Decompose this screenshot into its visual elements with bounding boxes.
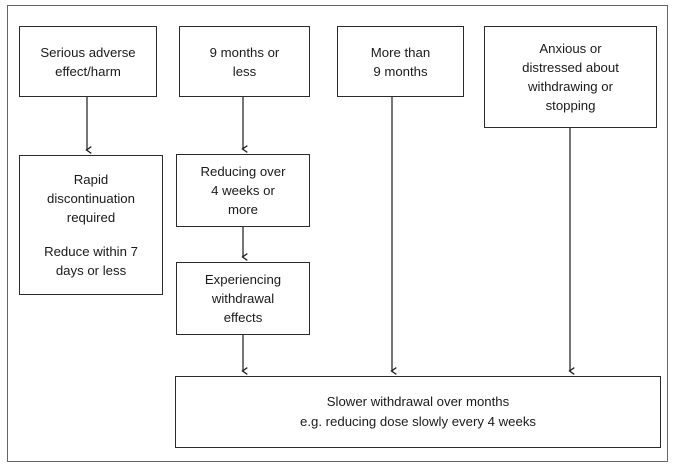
node-slower-withdrawal-text: Slower withdrawal over months e.g. reduc… bbox=[300, 392, 536, 432]
node-nine-months-or-less-line2: less bbox=[232, 63, 257, 79]
node-rapid-discontinuation-line5: days or less bbox=[55, 263, 127, 278]
node-experiencing-withdrawal-effects[interactable]: Experiencing withdrawal effects bbox=[176, 262, 310, 335]
node-rapid-discontinuation-para2: Reduce within 7 days or less bbox=[44, 242, 138, 280]
node-experiencing-withdrawal-effects-line2: withdrawal bbox=[211, 291, 275, 306]
node-slower-withdrawal-line2: e.g. reducing dose slowly every 4 weeks bbox=[299, 414, 537, 429]
node-more-than-nine-months-line2: 9 months bbox=[373, 63, 428, 79]
node-reducing-over-four-weeks-line1: Reducing over bbox=[200, 164, 286, 179]
node-rapid-discontinuation-para1: Rapid discontinuation required bbox=[47, 170, 135, 227]
node-serious-adverse-effect-text: Serious adverse effect/harm bbox=[40, 43, 135, 81]
node-reducing-over-four-weeks[interactable]: Reducing over 4 weeks or more bbox=[176, 154, 310, 227]
node-anxious-or-distressed-line4: stopping bbox=[545, 98, 596, 113]
node-experiencing-withdrawal-effects-line1: Experiencing bbox=[204, 272, 282, 287]
node-slower-withdrawal-line1: Slower withdrawal over months bbox=[326, 394, 510, 410]
node-anxious-or-distressed[interactable]: Anxious or distressed about withdrawing … bbox=[484, 26, 657, 128]
node-reducing-over-four-weeks-text: Reducing over 4 weeks or more bbox=[200, 162, 285, 219]
node-serious-adverse-effect-line2: effect/harm bbox=[55, 63, 121, 79]
node-experiencing-withdrawal-effects-line3: effects bbox=[223, 310, 263, 325]
node-rapid-discontinuation-line2: discontinuation bbox=[47, 191, 135, 206]
node-anxious-or-distressed-line3: withdrawing or bbox=[527, 79, 614, 94]
node-serious-adverse-effect[interactable]: Serious adverse effect/harm bbox=[19, 26, 157, 97]
node-anxious-or-distressed-line1: Anxious or bbox=[539, 41, 602, 56]
node-more-than-nine-months-text: More than 9 months bbox=[371, 43, 430, 81]
node-experiencing-withdrawal-effects-text: Experiencing withdrawal effects bbox=[205, 270, 281, 327]
node-serious-adverse-effect-line1: Serious adverse bbox=[40, 44, 136, 60]
node-rapid-discontinuation-line4: Reduce within 7 bbox=[44, 244, 138, 259]
node-nine-months-or-less[interactable]: 9 months or less bbox=[179, 26, 310, 97]
node-anxious-or-distressed-text: Anxious or distressed about withdrawing … bbox=[522, 39, 619, 115]
node-anxious-or-distressed-line2: distressed about bbox=[522, 60, 619, 75]
node-nine-months-or-less-line1: 9 months or bbox=[209, 44, 280, 60]
node-reducing-over-four-weeks-line2: 4 weeks or bbox=[211, 183, 275, 198]
node-reducing-over-four-weeks-line3: more bbox=[227, 202, 259, 217]
node-more-than-nine-months[interactable]: More than 9 months bbox=[337, 26, 464, 97]
node-rapid-discontinuation-line3: required bbox=[66, 210, 116, 225]
node-nine-months-or-less-text: 9 months or less bbox=[210, 43, 280, 81]
node-rapid-discontinuation[interactable]: Rapid discontinuation required Reduce wi… bbox=[19, 155, 163, 295]
node-more-than-nine-months-line1: More than bbox=[370, 44, 431, 60]
node-slower-withdrawal[interactable]: Slower withdrawal over months e.g. reduc… bbox=[175, 376, 661, 448]
node-rapid-discontinuation-line1: Rapid bbox=[73, 172, 109, 187]
